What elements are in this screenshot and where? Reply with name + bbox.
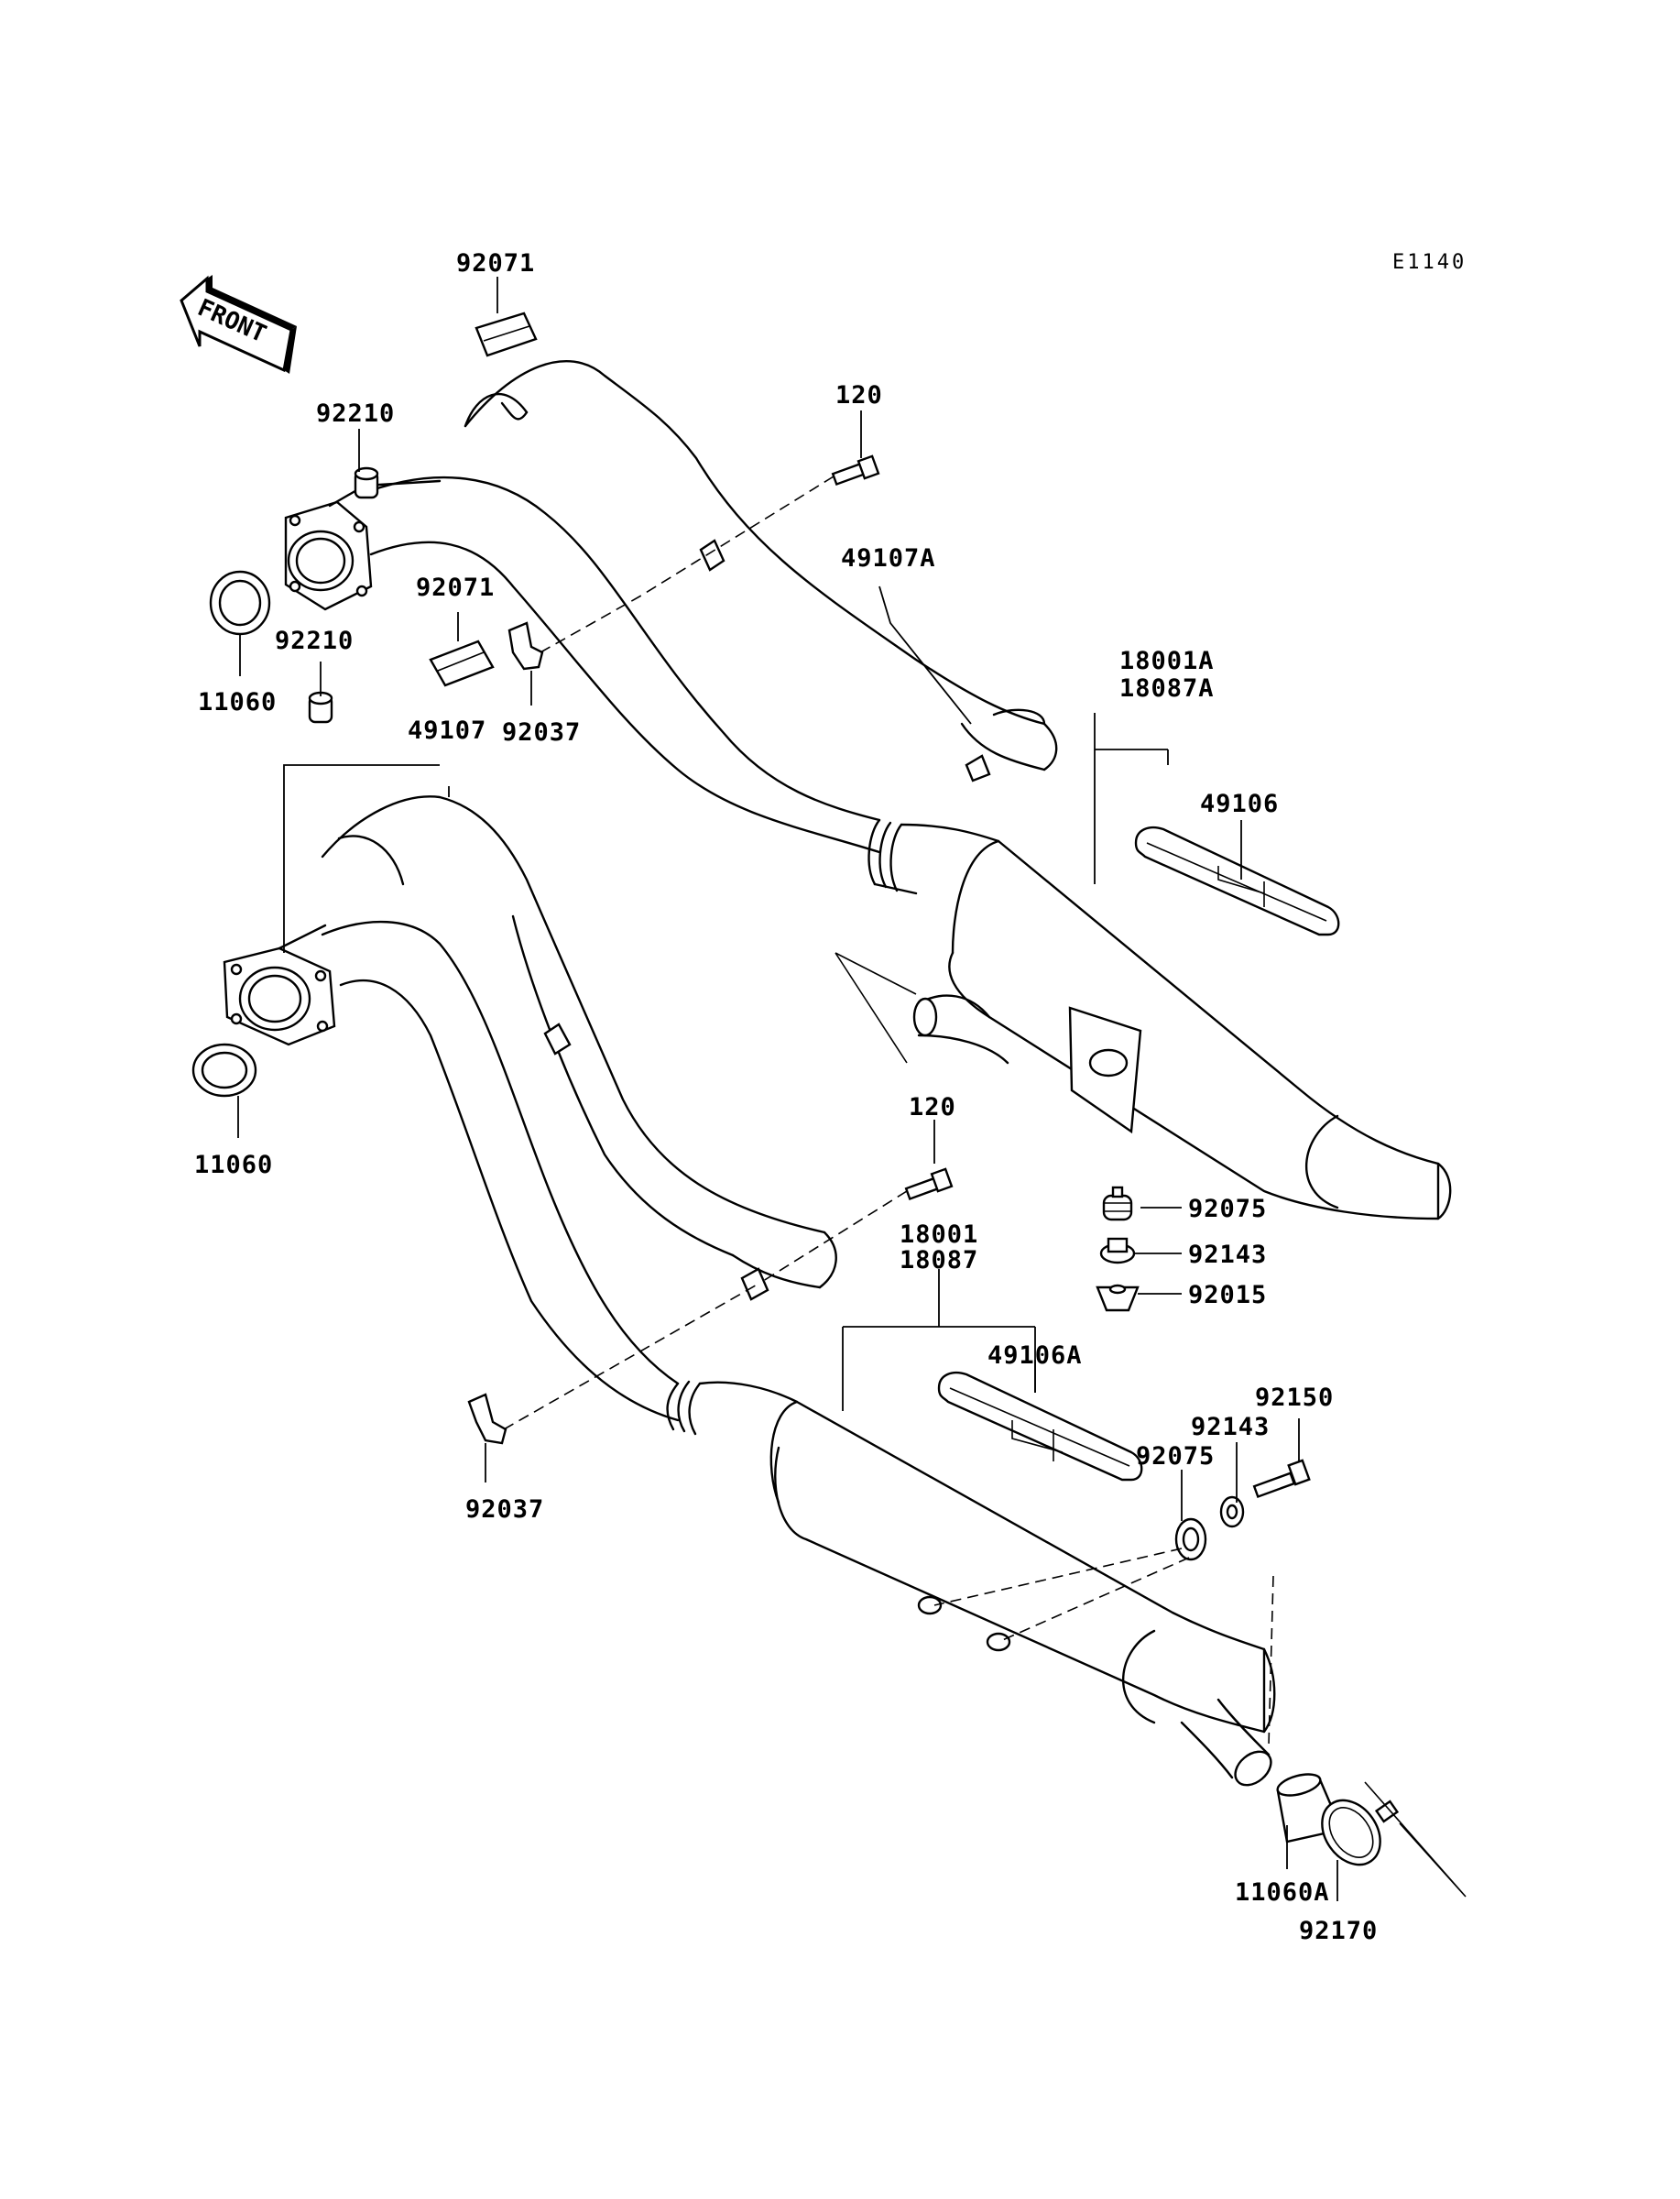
label-92170: 92170 xyxy=(1299,1917,1378,1945)
gasket-11060-top xyxy=(209,570,271,636)
label-18001: 18001 xyxy=(900,1220,978,1249)
heat-shield-lower xyxy=(321,795,837,1301)
clamp-92037-top xyxy=(507,621,544,671)
label-92037-top: 92037 xyxy=(502,718,581,747)
rubber-92075-bot xyxy=(1174,1517,1207,1561)
label-49106: 49106 xyxy=(1200,790,1279,818)
part-labels: E1140 92071 92210 120 49107A 11060 92071… xyxy=(194,249,1467,1945)
collar-92210-mid xyxy=(308,691,333,724)
assembly-lines xyxy=(503,476,1274,1746)
pointer-wedge xyxy=(1364,1781,1467,1898)
label-18087: 18087 xyxy=(900,1246,978,1275)
label-49107: 49107 xyxy=(408,717,486,745)
label-11060-top: 11060 xyxy=(198,688,277,717)
label-49107A: 49107A xyxy=(841,544,936,573)
bolt-92150 xyxy=(1252,1459,1311,1499)
rubber-92075-top xyxy=(1102,1186,1133,1221)
label-92143-top: 92143 xyxy=(1188,1241,1267,1269)
plate-49106 xyxy=(1134,826,1340,936)
label-18001A: 18001A xyxy=(1119,647,1215,675)
heat-shield-upper xyxy=(464,360,1058,782)
front-arrow-icon: FRONT xyxy=(180,275,297,374)
clamp-92037-bot xyxy=(467,1393,507,1445)
collar-92143-bot xyxy=(1219,1495,1245,1528)
nut-92015 xyxy=(1096,1284,1140,1312)
label-92075-bot: 92075 xyxy=(1136,1442,1215,1471)
pad-92071-top xyxy=(475,312,538,357)
label-92150: 92150 xyxy=(1255,1384,1334,1412)
label-92210-mid: 92210 xyxy=(275,627,354,655)
bolt-120-top xyxy=(831,454,880,487)
label-49106A: 49106A xyxy=(987,1341,1083,1370)
plate-49106A xyxy=(937,1371,1143,1482)
label-92037-bot: 92037 xyxy=(465,1495,544,1524)
label-120-top: 120 xyxy=(835,381,883,410)
label-92015: 92015 xyxy=(1188,1281,1267,1309)
label-18087A: 18087A xyxy=(1119,674,1215,703)
diagram-code: E1140 xyxy=(1392,251,1467,274)
label-92143-bot: 92143 xyxy=(1191,1413,1270,1441)
leader-lines xyxy=(237,277,1338,1901)
label-92071-mid: 92071 xyxy=(416,574,495,602)
label-11060-bot: 11060 xyxy=(194,1151,273,1179)
label-92210-top: 92210 xyxy=(316,399,395,428)
upper-exhaust-pipe xyxy=(284,476,1452,1220)
lower-exhaust-pipe xyxy=(223,920,1276,1787)
label-120-bot: 120 xyxy=(909,1093,956,1121)
pad-92071-mid xyxy=(429,640,495,687)
label-11060A: 11060A xyxy=(1235,1878,1330,1907)
collar-92143-top xyxy=(1099,1237,1136,1264)
bolt-120-bot xyxy=(904,1167,954,1201)
collar-92210-top xyxy=(354,466,379,499)
label-92071-top: 92071 xyxy=(456,249,535,278)
gasket-11060-bot xyxy=(191,1043,257,1098)
clamp-92170 xyxy=(1321,1799,1400,1866)
label-92075-top: 92075 xyxy=(1188,1195,1267,1223)
